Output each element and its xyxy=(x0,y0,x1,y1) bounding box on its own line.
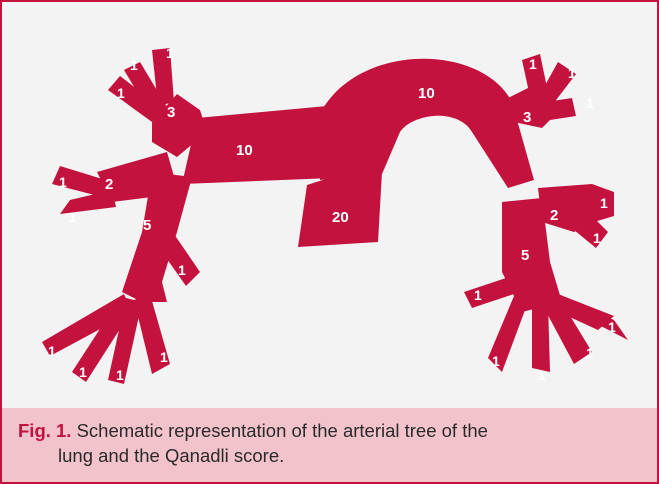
label-segment: 1 xyxy=(593,230,601,246)
caption-line-1: Fig. 1. Schematic representation of the … xyxy=(18,418,641,443)
label-segment: 1 xyxy=(608,319,616,335)
label-segment: 1 xyxy=(117,85,125,101)
label-segment: 1 xyxy=(116,367,124,383)
label-segment: 1 xyxy=(178,262,186,278)
caption-line-2: lung and the Qanadli score. xyxy=(18,443,641,468)
label-segment: 1 xyxy=(586,95,594,111)
label-segment: 1 xyxy=(492,353,500,369)
label-left-lower-lobe: 5 xyxy=(521,247,529,264)
label-segment: 1 xyxy=(160,349,168,365)
label-segment: 1 xyxy=(166,45,174,61)
label-segment: 1 xyxy=(529,56,537,72)
label-right-upper-lobe: 3 xyxy=(167,104,175,121)
figure-caption: Fig. 1. Schematic representation of the … xyxy=(2,408,657,482)
label-segment: 1 xyxy=(538,367,546,383)
label-segment: 1 xyxy=(79,364,87,380)
arterial-tree-diagram: 20 10 10 3 2 5 3 2 5 1 1 1 1 1 1 1 1 1 1… xyxy=(2,2,659,412)
label-right-middle-lobe: 2 xyxy=(105,176,113,193)
label-right-pulmonary-artery: 10 xyxy=(236,142,253,159)
label-segment: 1 xyxy=(48,343,56,359)
caption-text-1: Schematic representation of the arterial… xyxy=(77,420,488,441)
label-segment: 1 xyxy=(600,195,608,211)
label-main-trunk: 20 xyxy=(332,209,349,226)
label-left-upper-lobe: 3 xyxy=(523,109,531,126)
label-right-lower-lobe: 5 xyxy=(143,217,151,234)
label-segment: 1 xyxy=(586,345,594,361)
right-pulmonary-artery xyxy=(182,106,332,184)
label-segment: 1 xyxy=(59,174,67,190)
label-segment: 1 xyxy=(69,209,77,225)
caption-text-2: lung and the Qanadli score. xyxy=(58,445,284,466)
label-left-lingula: 2 xyxy=(550,207,558,224)
label-segment: 1 xyxy=(568,65,576,81)
label-left-pulmonary-artery: 10 xyxy=(418,85,435,102)
label-segment: 1 xyxy=(130,57,138,73)
left-pulmonary-arch xyxy=(320,59,534,188)
figure-label: Fig. 1. xyxy=(18,420,71,441)
label-segment: 1 xyxy=(474,287,482,303)
